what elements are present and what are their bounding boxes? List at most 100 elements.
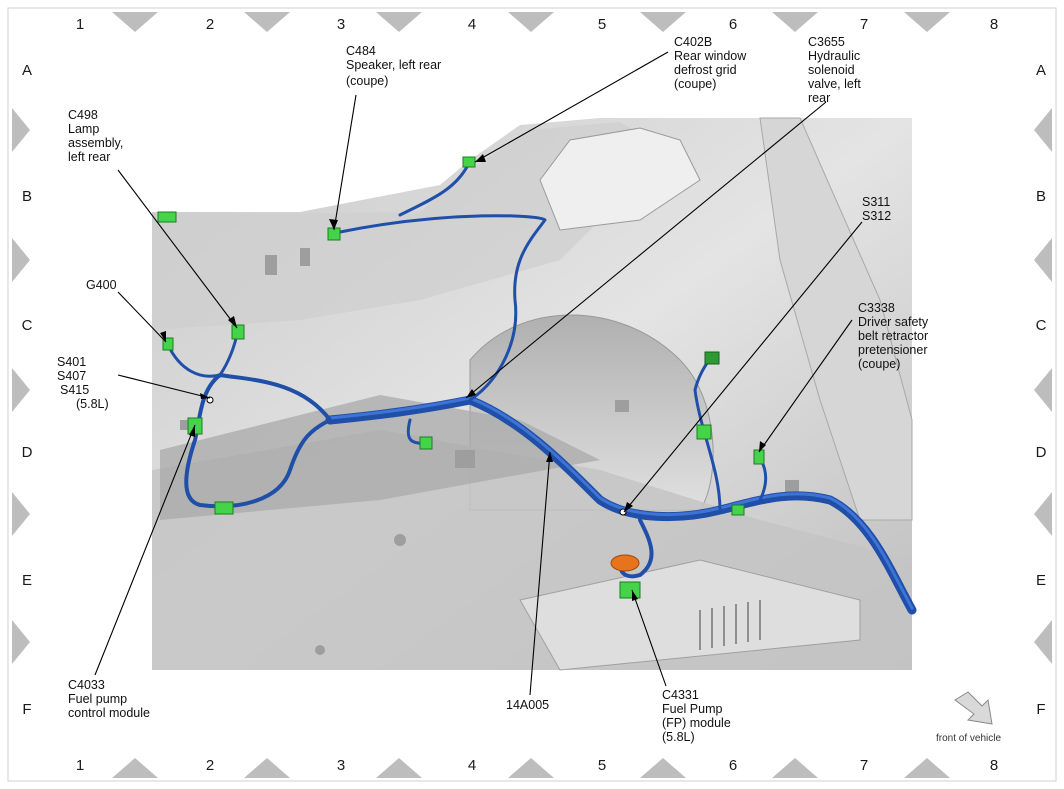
connector-shelf-left <box>157 211 177 223</box>
col-8-top: 8 <box>990 16 998 33</box>
c-pillar <box>759 117 913 521</box>
callout-g400: G400 <box>86 278 117 292</box>
arrowhead-c4033 <box>189 425 195 437</box>
col-2-bottom: 2 <box>206 757 214 774</box>
callout-c4033: C4033 Fuel pump control module <box>68 678 150 720</box>
grid-row-letters-left: A B C D E F <box>22 62 33 718</box>
arrow-down-right-icon <box>954 691 993 725</box>
arrowhead-c3338 <box>759 441 766 452</box>
callout-c3655: C3655 Hydraulic solenoid valve, left rea… <box>808 35 864 105</box>
connector-lower-left <box>214 501 234 515</box>
branch-up-to-shelf <box>338 214 547 402</box>
grid-markers-bottom <box>112 758 950 778</box>
callout-c4331: C4331 Fuel Pump (FP) module (5.8L) <box>662 688 734 744</box>
panel-holes <box>180 248 799 655</box>
branch-c402b <box>398 163 470 217</box>
callout-s401: S401 S407 S415 (5.8L) <box>57 355 109 411</box>
leader-lines <box>94 51 863 696</box>
leader-c3338 <box>758 319 853 453</box>
col-5-bottom: 5 <box>598 757 606 774</box>
col-7-bottom: 7 <box>860 757 868 774</box>
leader-c3655 <box>465 101 827 399</box>
arrowhead-c4331 <box>632 590 638 601</box>
leader-c484 <box>333 94 357 231</box>
leader-c4331 <box>631 589 667 687</box>
row-f-left: F <box>22 701 31 718</box>
fuel-pump-cap <box>610 554 640 572</box>
front-of-vehicle-label: front of vehicle <box>936 733 1001 744</box>
leader-c4033 <box>94 424 196 676</box>
arrowhead-c498 <box>228 316 237 328</box>
col-4-top: 4 <box>468 16 476 33</box>
connector-c4331 <box>619 581 641 599</box>
arrowhead-g400 <box>160 331 166 342</box>
row-d-right: D <box>1036 444 1047 461</box>
connector-mid-right <box>696 424 712 440</box>
arrowhead-s311 <box>624 502 633 512</box>
arrowhead-14a005 <box>546 452 553 462</box>
arrowhead-c402b <box>475 154 486 162</box>
row-b-right: B <box>1036 188 1046 205</box>
row-b-left: B <box>22 188 32 205</box>
callout-c402b: C402B Rear window defrost grid (coupe) <box>674 35 750 91</box>
connector-g400 <box>162 337 174 351</box>
callout-14a005: 14A005 <box>506 698 549 712</box>
main-harness-trunk <box>325 395 917 615</box>
grid-row-letters-right: A B C D E F <box>1036 62 1047 718</box>
connector-c498 <box>231 324 245 340</box>
row-d-left: D <box>22 444 33 461</box>
row-f-right: F <box>1036 701 1045 718</box>
leader-c498 <box>117 169 238 329</box>
col-1-bottom: 1 <box>76 757 84 774</box>
col-4-bottom: 4 <box>468 757 476 774</box>
col-5-top: 5 <box>598 16 606 33</box>
callout-c3338: C3338 Driver safety belt retractor prete… <box>858 301 932 371</box>
col-7-top: 7 <box>860 16 868 33</box>
package-shelf <box>152 122 650 330</box>
rear-sill <box>519 559 861 671</box>
leader-arrowheads <box>160 154 766 601</box>
vehicle-body-illustration <box>152 117 913 671</box>
leader-g400 <box>117 291 167 343</box>
wiring-harness <box>166 163 917 615</box>
leader-c402b <box>474 51 669 163</box>
grid-column-numbers-top: 1 2 3 4 5 6 7 8 <box>76 16 998 33</box>
connector-center <box>419 436 433 450</box>
connectors <box>157 156 765 599</box>
connector-upper-right <box>704 351 720 365</box>
col-3-bottom: 3 <box>337 757 345 774</box>
col-8-bottom: 8 <box>990 757 998 774</box>
col-6-bottom: 6 <box>729 757 737 774</box>
connector-harness-right <box>731 504 745 516</box>
quarter-window-opening <box>539 127 701 231</box>
connector-c3338 <box>753 449 765 465</box>
grid-markers-left <box>12 108 30 664</box>
callout-c498: C498 Lamp assembly, left rear <box>68 108 127 164</box>
arrowhead-s401 <box>200 393 210 399</box>
row-e-left: E <box>22 572 32 589</box>
row-c-left: C <box>22 317 33 334</box>
grid-markers-right <box>1034 108 1052 664</box>
leader-s401 <box>117 374 211 399</box>
front-of-vehicle-indicator: front of vehicle <box>936 691 1001 744</box>
callout-s311: S311 S312 <box>862 195 894 223</box>
col-2-top: 2 <box>206 16 214 33</box>
branch-left-loop <box>184 373 332 509</box>
vent-slats <box>699 600 761 650</box>
leader-14a005 <box>529 451 551 696</box>
leader-s311 <box>623 221 863 513</box>
cross-member <box>160 395 600 520</box>
grid-column-numbers-bottom: 1 2 3 4 5 6 7 8 <box>76 757 998 774</box>
branch-g400 <box>166 343 222 378</box>
main-harness-trunk-highlight <box>328 396 914 610</box>
arrowhead-c3655 <box>466 389 476 398</box>
col-3-top: 3 <box>337 16 345 33</box>
connector-c402b <box>462 156 476 168</box>
arrowhead-c484 <box>329 219 338 230</box>
row-a-right: A <box>1036 62 1046 79</box>
row-e-right: E <box>1036 572 1046 589</box>
grid-markers-top <box>112 12 950 32</box>
row-a-left: A <box>22 62 32 79</box>
col-6-top: 6 <box>729 16 737 33</box>
